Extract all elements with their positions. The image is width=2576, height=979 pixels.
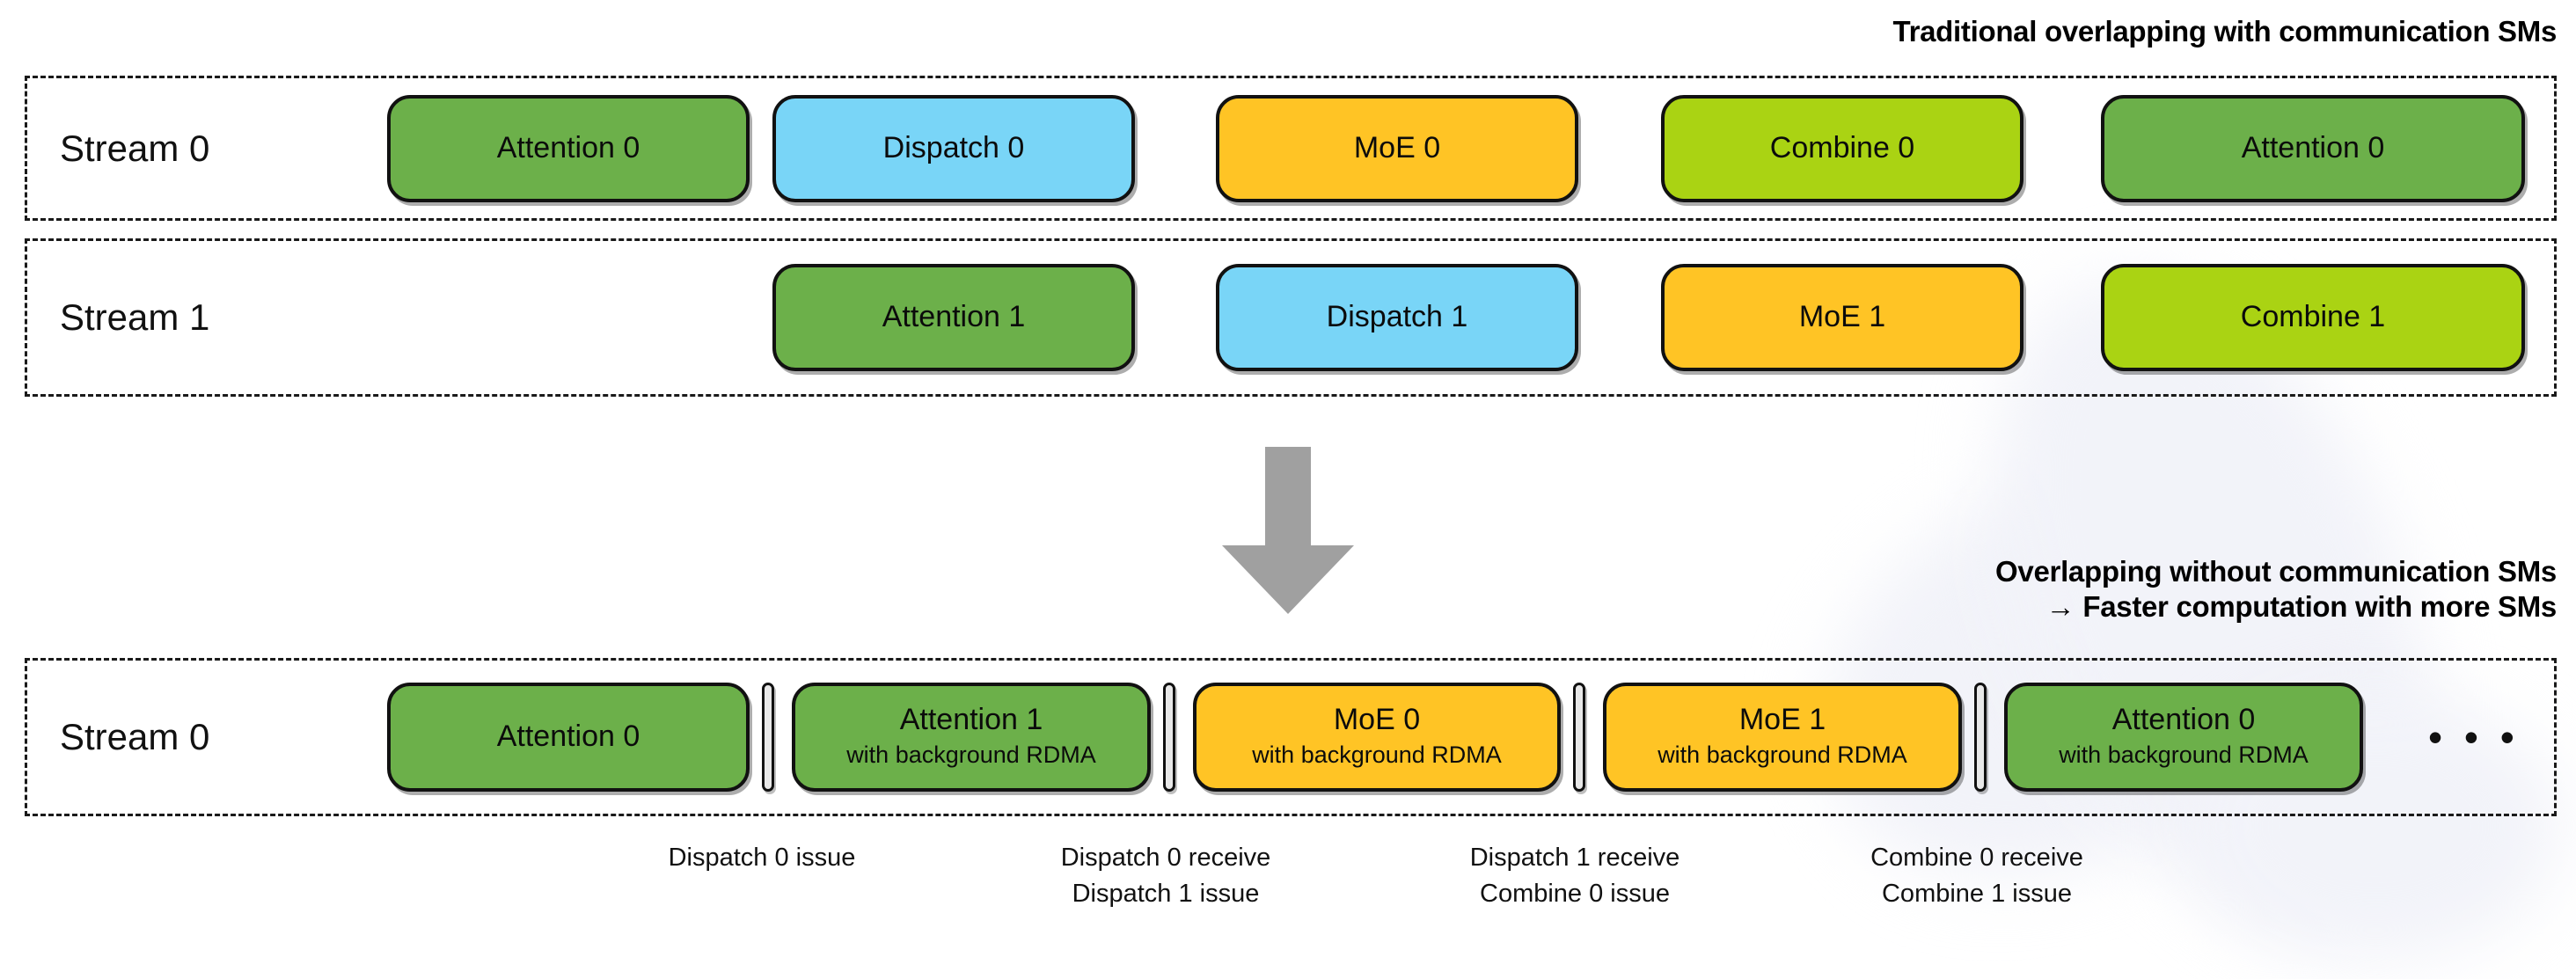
- block-attention-0-repeat-bottom[interactable]: Attention 0 with background RDMA: [2004, 683, 2363, 792]
- lane-label-stream0-bottom: Stream 0: [60, 716, 210, 757]
- block-title: MoE 0: [1333, 702, 1421, 736]
- block-subtitle: with background RDMA: [846, 742, 1096, 769]
- block-moe-1-stream1[interactable]: MoE 1: [1661, 264, 2023, 371]
- block-title: Dispatch 1: [1326, 300, 1468, 334]
- separator-bar-4: [1974, 683, 1987, 792]
- block-title: Attention 1: [899, 702, 1043, 736]
- block-title: Combine 0: [1769, 131, 1915, 165]
- separator-bar-3: [1573, 683, 1585, 792]
- lane-label-stream1-top: Stream 1: [60, 296, 210, 338]
- block-moe-0-bottom[interactable]: MoE 0 with background RDMA: [1193, 683, 1561, 792]
- block-combine-0-stream0[interactable]: Combine 0: [1661, 95, 2023, 202]
- block-title: Attention 0: [2111, 702, 2256, 736]
- block-dispatch-0-stream0[interactable]: Dispatch 0: [772, 95, 1135, 202]
- block-dispatch-1-stream1[interactable]: Dispatch 1: [1216, 264, 1578, 371]
- caption-combine-0-receive-combine-1-issue: Combine 0 receive Combine 1 issue: [1870, 844, 2083, 909]
- block-attention-1-stream1[interactable]: Attention 1: [772, 264, 1135, 371]
- separator-bar-1: [762, 683, 774, 792]
- diagram-canvas: Traditional overlapping with communicati…: [25, 15, 2558, 909]
- block-moe-0-stream0[interactable]: MoE 0: [1216, 95, 1578, 202]
- separator-bar-2: [1163, 683, 1175, 792]
- lane-stream0-top: [25, 76, 2557, 221]
- block-title: Attention 1: [882, 300, 1026, 334]
- lane-stream0-bottom: [25, 658, 2557, 816]
- block-title: MoE 1: [1738, 702, 1826, 736]
- heading-bottom-line2: → Faster computation with more SMs: [2045, 590, 2558, 624]
- block-subtitle: with background RDMA: [1658, 742, 1907, 769]
- block-attention-0-stream0[interactable]: Attention 0: [387, 95, 750, 202]
- heading-traditional-overlapping: Traditional overlapping with communicati…: [1892, 15, 2558, 47]
- ellipsis-continuation: • • •: [2428, 714, 2520, 760]
- block-title: Attention 0: [496, 131, 640, 165]
- down-arrow-icon: [1222, 447, 1354, 614]
- caption-dispatch-1-receive-combine-0-issue: Dispatch 1 receive Combine 0 issue: [1469, 844, 1680, 909]
- heading-bottom-line1: Overlapping without communication SMs: [1995, 555, 2557, 588]
- block-title: Attention 0: [496, 720, 640, 754]
- block-subtitle: with background RDMA: [1252, 742, 1502, 769]
- caption-dispatch-0-issue: Dispatch 0 issue: [668, 844, 856, 872]
- block-attention-0-bottom[interactable]: Attention 0: [387, 683, 750, 792]
- heading-overlapping-without-comm-sms: Overlapping without communication SMs→ F…: [1995, 554, 2557, 625]
- block-title: Attention 0: [2241, 131, 2385, 165]
- block-moe-1-bottom[interactable]: MoE 1 with background RDMA: [1603, 683, 1962, 792]
- block-subtitle: with background RDMA: [2059, 742, 2309, 769]
- block-title: MoE 0: [1353, 131, 1441, 165]
- block-title: Combine 1: [2240, 300, 2386, 334]
- lane-label-stream0-top: Stream 0: [60, 128, 210, 169]
- block-combine-1-stream1[interactable]: Combine 1: [2101, 264, 2525, 371]
- block-title: Dispatch 0: [882, 131, 1025, 165]
- block-title: MoE 1: [1798, 300, 1886, 334]
- lane-stream1-top: [25, 238, 2557, 397]
- caption-dispatch-0-receive-dispatch-1-issue: Dispatch 0 receive Dispatch 1 issue: [1060, 844, 1271, 909]
- block-attention-1-bottom[interactable]: Attention 1 with background RDMA: [792, 683, 1151, 792]
- block-attention-0-repeat-stream0[interactable]: Attention 0: [2101, 95, 2525, 202]
